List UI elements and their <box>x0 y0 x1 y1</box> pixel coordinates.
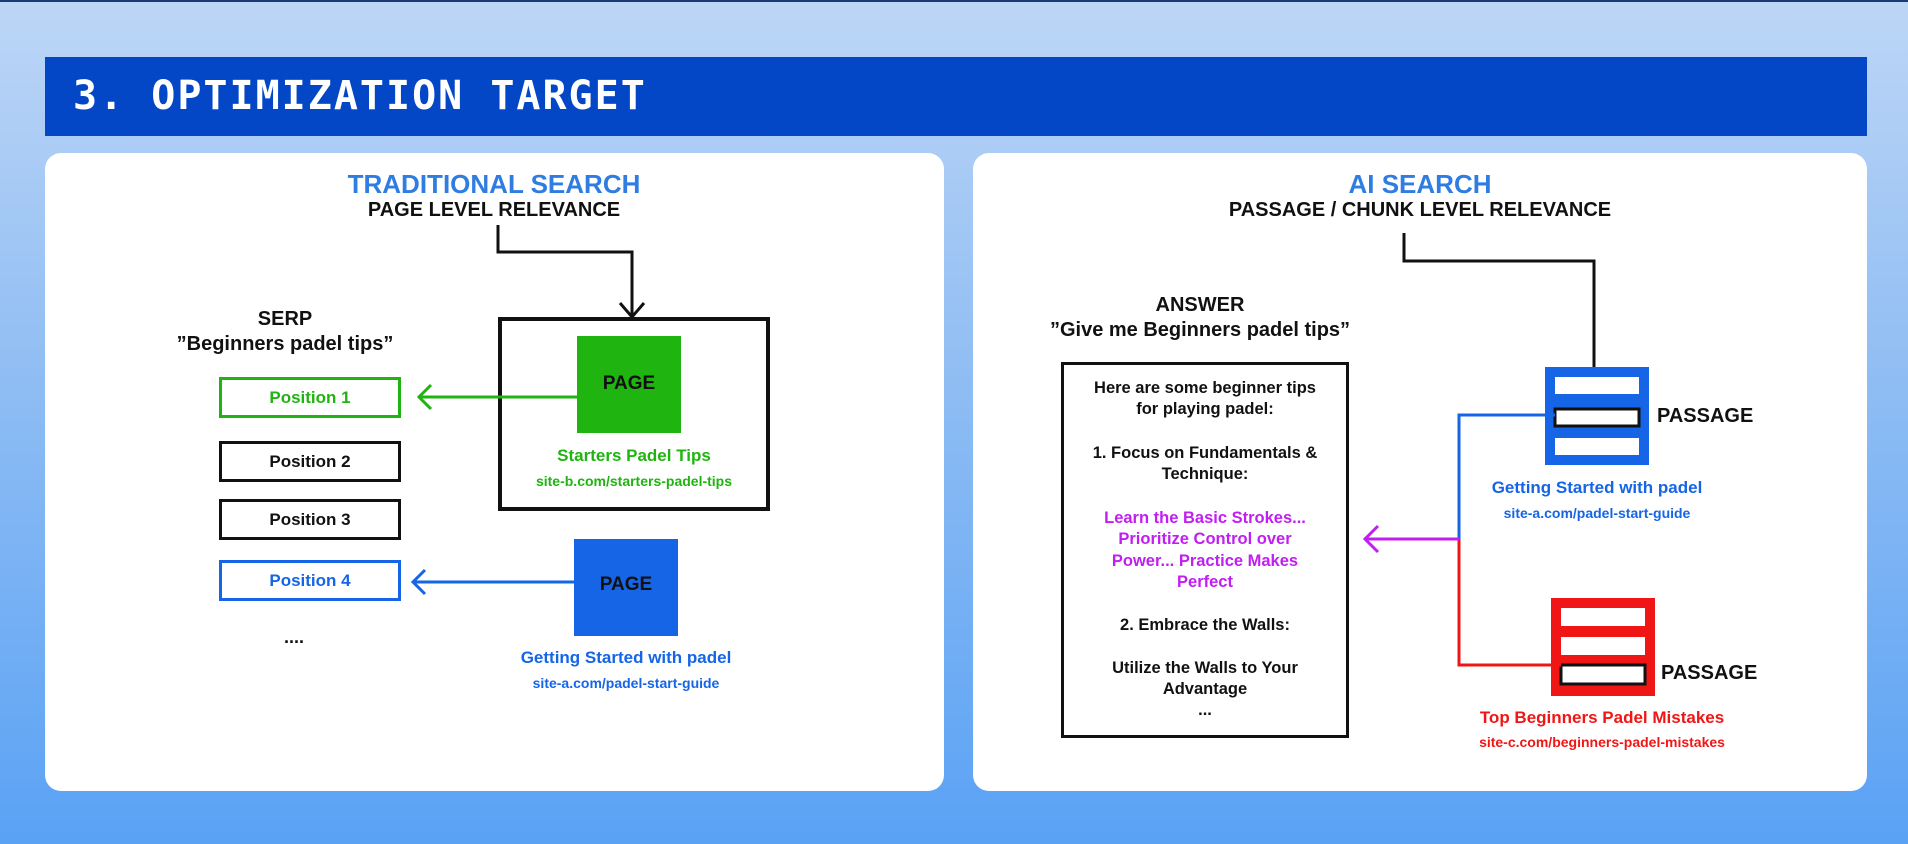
traditional-search-panel: TRADITIONAL SEARCH PAGE LEVEL RELEVANCE … <box>45 153 944 791</box>
answer-box: Here are some beginner tips for playing … <box>1061 362 1349 738</box>
green-arrowhead <box>416 383 433 411</box>
page-container-box <box>498 317 770 511</box>
green-page-label: PAGE <box>602 373 656 394</box>
answer-title: ANSWER <box>1155 294 1245 316</box>
traditional-heading: TRADITIONAL SEARCH <box>347 169 641 199</box>
green-page-title: Starters Padel Tips <box>557 446 711 465</box>
ai-connectors <box>1362 233 1655 696</box>
blue-passage-chunk-highlight <box>1553 407 1641 428</box>
answer-line-highlight: Learn the Basic Strokes... <box>1104 509 1306 527</box>
purple-arrowhead <box>1362 524 1380 554</box>
answer-line: 2. Embrace the Walls: <box>1120 616 1290 634</box>
blue-passage-title: Getting Started with padel <box>1491 478 1703 497</box>
relevance-arrow <box>496 225 634 315</box>
answer-line-highlight: Prioritize Control over <box>1118 530 1292 548</box>
ai-search-panel: AI SEARCH PASSAGE / CHUNK LEVEL RELEVANC… <box>973 153 1867 791</box>
red-passage-chunk-1 <box>1561 608 1645 626</box>
red-passage-title: Top Beginners Padel Mistakes <box>1479 708 1725 727</box>
answer-line: Here are some beginner tips <box>1094 379 1316 397</box>
relevance-arrow <box>1402 233 1596 393</box>
ai-heading: AI SEARCH <box>1348 169 1492 199</box>
answer-line: Technique: <box>1161 465 1249 483</box>
blue-page-url: site-a.com/padel-start-guide <box>532 675 720 691</box>
serp-title: SERP <box>257 308 313 330</box>
blue-page-title: Getting Started with padel <box>520 648 732 667</box>
serp-position-4: Position 4 <box>219 560 401 601</box>
green-page-square <box>577 336 681 433</box>
traditional-subheading: PAGE LEVEL RELEVANCE <box>367 199 621 221</box>
green-page-url: site-b.com/starters-padel-tips <box>535 473 733 489</box>
red-connector <box>1457 539 1561 667</box>
red-passage-chunk-highlight <box>1559 663 1647 686</box>
relevance-arrowhead <box>618 302 646 320</box>
blue-passage-url: site-a.com/padel-start-guide <box>1503 505 1691 521</box>
red-passage-label: PASSAGE <box>1661 662 1758 684</box>
answer-line: Utilize the Walls to Your <box>1112 659 1298 677</box>
answer-line-highlight: Power... Practice Makes <box>1111 552 1299 570</box>
blue-arrowhead <box>410 568 427 596</box>
serp-position-1: Position 1 <box>219 377 401 418</box>
answer-line-highlight: Perfect <box>1177 573 1233 591</box>
blue-connector <box>1457 413 1555 539</box>
answer-line: for playing padel: <box>1136 400 1274 418</box>
blue-page-square <box>574 539 678 636</box>
blue-passage-chunk-1 <box>1555 377 1639 394</box>
answer-query: ”Give me Beginners padel tips” <box>1049 319 1351 341</box>
serp-ellipsis: .... <box>283 627 304 647</box>
blue-passage-chunk-3 <box>1555 438 1639 455</box>
answer-line: ... <box>1198 701 1212 719</box>
answer-line: Advantage <box>1162 680 1248 698</box>
blue-passage-label: PASSAGE <box>1657 405 1754 427</box>
red-passage-chunk-2 <box>1561 637 1645 655</box>
traditional-connectors <box>410 225 770 636</box>
answer-line: 1. Focus on Fundamentals & <box>1092 444 1318 462</box>
section-title: 3. OPTIMIZATION TARGET <box>73 73 647 119</box>
ai-subheading: PASSAGE / CHUNK LEVEL RELEVANCE <box>1228 199 1612 221</box>
red-passage-url: site-c.com/beginners-padel-mistakes <box>1479 734 1725 750</box>
section-banner: 3. OPTIMIZATION TARGET <box>45 57 1867 136</box>
serp-position-2: Position 2 <box>219 441 401 482</box>
top-border <box>0 0 1908 2</box>
serp-position-3: Position 3 <box>219 499 401 540</box>
serp-query: ”Beginners padel tips” <box>176 333 394 355</box>
blue-page-label: PAGE <box>599 574 653 595</box>
